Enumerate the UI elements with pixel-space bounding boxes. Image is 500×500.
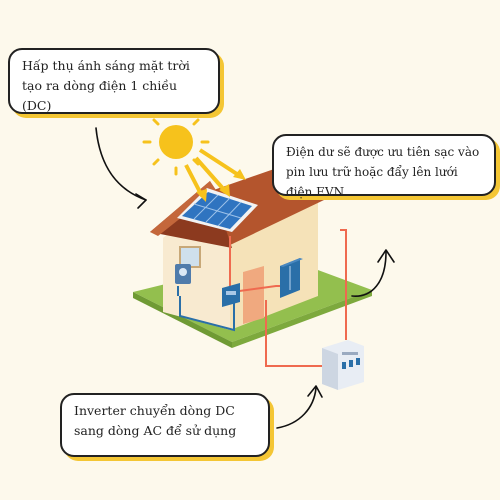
callout-inverter: Inverter chuyển dòng DC sang dòng AC để … — [60, 393, 270, 457]
solar-panel-icon — [177, 188, 258, 232]
battery-icon — [280, 258, 303, 298]
callout-surplus-power: Điện dư sẽ được ưu tiên sạc vào pin lưu … — [272, 134, 496, 199]
grass-lawn-edge — [133, 292, 232, 348]
callout-solar-absorption: Hấp thụ ánh sáng mặt trời tạo ra dòng đi… — [8, 48, 220, 114]
inverter-icon — [222, 283, 240, 307]
arrow-icon — [95, 127, 395, 429]
meter-icon — [175, 264, 191, 296]
grid-box-icon — [322, 340, 364, 390]
